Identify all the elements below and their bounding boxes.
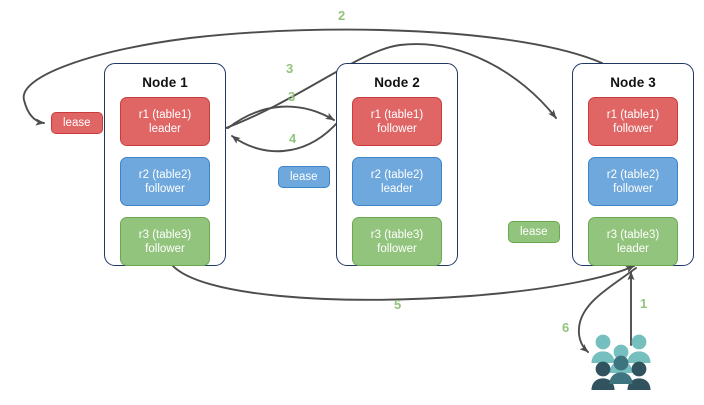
replica-role: leader xyxy=(381,182,413,195)
replica-role: follower xyxy=(145,242,185,255)
edge-6-node3-to-client xyxy=(577,267,637,353)
replica-name: r3 (table3) xyxy=(606,228,660,241)
node-card-2[interactable]: Node 2 r1 (table1) follower r2 (table2) … xyxy=(336,63,458,266)
replica-r2[interactable]: r2 (table2) leader xyxy=(352,157,442,206)
edge-2-lease-transfer xyxy=(22,28,603,126)
replica-role: leader xyxy=(149,122,181,135)
replica-list: r1 (table1) leader r2 (table2) follower … xyxy=(105,90,225,280)
step-label-4: 4 xyxy=(289,131,297,146)
replica-role: follower xyxy=(613,122,653,135)
replica-name: r2 (table2) xyxy=(138,168,192,181)
replica-r3[interactable]: r3 (table3) leader xyxy=(588,217,678,266)
replica-r3[interactable]: r3 (table3) follower xyxy=(352,217,442,266)
replica-r1[interactable]: r1 (table1) leader xyxy=(120,97,210,146)
replica-role: follower xyxy=(145,182,185,195)
edge-4-node2-to-node1 xyxy=(231,123,337,153)
edge-3-node1-to-node3 xyxy=(225,43,557,129)
edge-5-node1-to-node3 xyxy=(171,264,635,301)
replica-r3[interactable]: r3 (table3) follower xyxy=(120,217,210,266)
replica-r1[interactable]: r1 (table1) follower xyxy=(352,97,442,146)
lease-badge-r3[interactable]: lease xyxy=(508,221,560,243)
replica-name: r3 (table3) xyxy=(370,228,424,241)
node-card-3[interactable]: Node 3 r1 (table1) follower r2 (table2) … xyxy=(572,63,694,266)
lease-badge-r2[interactable]: lease xyxy=(278,166,330,188)
replica-role: follower xyxy=(377,122,417,135)
replica-role: leader xyxy=(617,242,649,255)
replica-role: follower xyxy=(613,182,653,195)
replica-name: r2 (table2) xyxy=(606,168,660,181)
step-label-2: 2 xyxy=(338,8,346,23)
step-label-6: 6 xyxy=(562,320,570,335)
replica-r2[interactable]: r2 (table2) follower xyxy=(120,157,210,206)
replica-name: r1 (table1) xyxy=(138,108,192,121)
edge-3-node1-to-node2 xyxy=(227,105,335,129)
replica-r1[interactable]: r1 (table1) follower xyxy=(588,97,678,146)
replica-role: follower xyxy=(377,242,417,255)
step-label-3-lower: 3 xyxy=(288,89,296,104)
replica-name: r1 (table1) xyxy=(370,108,424,121)
replica-name: r1 (table1) xyxy=(606,108,660,121)
node-card-1[interactable]: Node 1 r1 (table1) leader r2 (table2) fo… xyxy=(104,63,226,266)
node-title: Node 2 xyxy=(374,75,420,90)
step-label-1: 1 xyxy=(640,296,648,311)
lease-badge-r1[interactable]: lease xyxy=(51,112,103,134)
replica-name: r2 (table2) xyxy=(370,168,424,181)
step-label-3-upper: 3 xyxy=(286,61,294,76)
replica-list: r1 (table1) follower r2 (table2) leader … xyxy=(337,90,457,280)
replica-r2[interactable]: r2 (table2) follower xyxy=(588,157,678,206)
node-title: Node 1 xyxy=(142,75,188,90)
replica-name: r3 (table3) xyxy=(138,228,192,241)
replica-list: r1 (table1) follower r2 (table2) followe… xyxy=(573,90,693,280)
people-group-icon[interactable] xyxy=(590,333,662,395)
step-label-5: 5 xyxy=(394,297,402,312)
node-title: Node 3 xyxy=(610,75,656,90)
